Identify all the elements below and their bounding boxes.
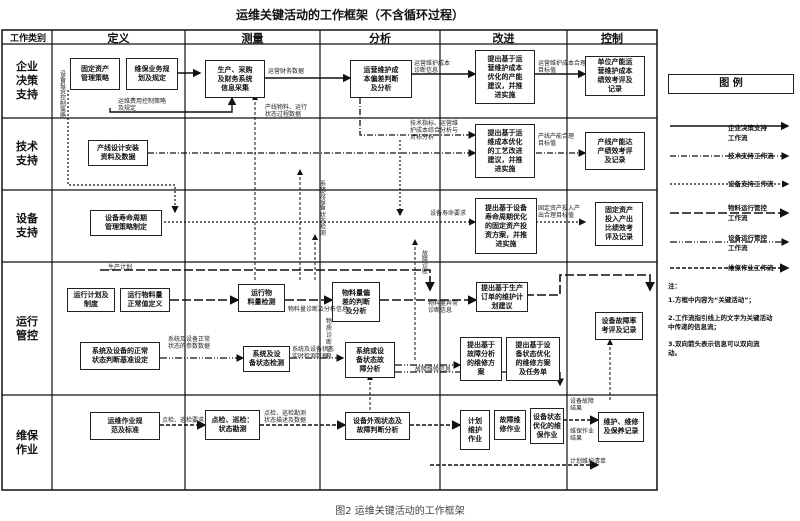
- legend-note-3: 3.双向箭头表示信息可以双向流 动。: [668, 340, 760, 357]
- activity-box: 单位产能运 营维护成本 绩效考评及 记录: [585, 56, 645, 96]
- flow-label: 运维费用控制策略 及规定: [118, 98, 167, 112]
- column-header-define: 定义: [107, 32, 130, 45]
- flow-label: 运营维护成本合理 目标值: [538, 60, 587, 74]
- row-label-equipment: 设备 支持: [16, 212, 38, 239]
- flow-label: 系统及设备状态 实时检测数据: [292, 346, 335, 360]
- activity-box: 固定资产 管理策略: [70, 58, 120, 90]
- activity-box: 提出基于运 营维护成本 优化的产能 建议，并推 进实施: [475, 50, 535, 104]
- legend-notes-title: 注：: [668, 282, 681, 290]
- flow-label: 系统及设备正常 状态的参数数据: [168, 336, 211, 350]
- flow-label: 物 质 诊 断 信 息: [326, 318, 333, 360]
- column-header-improve: 改进: [492, 32, 515, 45]
- activity-box: 维护、维修 及保养记录: [598, 412, 644, 442]
- flow-label: 物料量诊断及分析信息: [288, 306, 349, 313]
- legend-panel: 图 例: [668, 74, 794, 94]
- flow-label: 物料量异常 诊断信息: [428, 300, 459, 314]
- row-label-technical: 技术 支持: [16, 140, 38, 167]
- activity-box: 运行计划及 制度: [67, 288, 115, 312]
- flow-label: 产线产能合理 目标值: [538, 133, 575, 147]
- figure-caption: 图2 运维关键活动的工作框架: [335, 506, 465, 517]
- row-label-operation: 运行 管控: [16, 314, 38, 342]
- flow-label: 运营财务数据: [268, 68, 305, 75]
- activity-box: 提出基于运 维成本优化 的工艺改进 建议，并推 进实施: [475, 124, 535, 178]
- activity-box: 运营维护成 本偏差判断 及分析: [350, 60, 412, 98]
- activity-box: 系统及设备的正常 状态判断基准设定: [80, 342, 160, 370]
- activity-box: 运维作业规 范及标准: [90, 412, 160, 440]
- activity-box: 固定资产 投入产出 比绩效考 评及记录: [595, 202, 643, 246]
- activity-box: 计划 维护 作业: [460, 410, 490, 450]
- activity-box: 运行物料量 正常值定义: [120, 288, 170, 312]
- column-header-measure: 测量: [241, 32, 264, 45]
- flow-label: 点检、巡检勘测 状态描述及数据: [264, 410, 307, 424]
- flow-label: 运营维护成本 诊断信息: [414, 60, 451, 74]
- flow-label: 点检、巡检要求: [162, 417, 205, 424]
- activity-box: 系统及设 备状态检测: [243, 346, 290, 372]
- legend-title: 图 例: [719, 78, 743, 89]
- flow-label: 计划维护清单: [570, 458, 607, 465]
- diagram-title: 运维关键活动的工作框架（不含循环过程）: [235, 8, 464, 22]
- activity-box: 设备外观状态及 故障判断分析: [345, 412, 410, 440]
- activity-box: 提出基于设备 寿命周期优化 的固定资产投 资方案，并推 进实施: [475, 198, 537, 254]
- activity-box: 运行物 料量检测: [238, 284, 285, 312]
- activity-box: 维保业务规 划及规定: [126, 58, 178, 90]
- column-header-analyze: 分析: [369, 32, 391, 45]
- legend-item-maintenance: 维保作业工作流: [728, 264, 774, 272]
- legend-item-equipment: 设备支持工作流: [728, 180, 774, 188]
- flow-label: 系统及设备 状态检测: [318, 180, 326, 236]
- legend-item-enterprise: 企业决策支持 工作流: [728, 124, 767, 142]
- activity-box: 提出基于设 备状态优化 的维修方案 及任务单: [506, 337, 560, 381]
- flow-label: 技术指标、运营维 护成本综合分析与 对标分析: [410, 120, 459, 141]
- column-header-category: 工作类别: [9, 34, 46, 44]
- flow-label: 产线物料、运行 状态过程数据: [265, 104, 308, 118]
- row-label-enterprise: 企业 决策 支持: [16, 60, 38, 101]
- legend-item-technical: 技术支持工作流: [728, 152, 774, 160]
- column-header-control: 控制: [601, 32, 623, 45]
- flow-label: 生产计划: [108, 264, 133, 271]
- flow-label: 设备投资控制策略: [58, 70, 66, 118]
- activity-box: 提出基于 故障分析 的维修方 案: [460, 337, 502, 381]
- activity-box: 设备状态 优化的维 保作业: [530, 408, 564, 444]
- activity-box: 设备寿命周期 管理策略制定: [90, 210, 162, 236]
- activity-box: 产线产能达 产绩效考评 及记录: [585, 132, 645, 170]
- activity-box: 故障维 修作业: [494, 410, 526, 440]
- flow-label: 固定资产投入产 出合理目标值: [538, 205, 581, 219]
- row-label-maintenance: 维保 作业: [16, 428, 38, 456]
- activity-box: 系统或设 备状态故 障分析: [345, 342, 395, 378]
- legend-note-2: 2.工作流指引线上的文字为关键活动 中传递的信息流；: [668, 314, 773, 331]
- legend-lines: [670, 121, 790, 273]
- flow-label: 故障诊断: [420, 250, 428, 274]
- flow-label: 设备故障 结果: [570, 398, 595, 412]
- flow-label: 设备寿命要求: [430, 210, 467, 217]
- activity-box: 物料量偏 差的判断 及分析: [332, 282, 380, 322]
- legend-item-material: 物料运行管控 工作流: [728, 204, 767, 222]
- flow-label: 故障维修信息: [415, 366, 452, 373]
- activity-box: 提出基于生产 订单的维护计 划建议: [476, 282, 528, 312]
- activity-box: 设备故障率 考评及记录: [595, 312, 643, 340]
- activity-box: 产线设计安装 资料及数据: [88, 140, 148, 166]
- flow-label: 维保作业 结果: [570, 428, 595, 442]
- legend-item-equipment-run: 设备运行管控 工作流: [728, 234, 767, 252]
- activity-box: 生产、采购 及财务系统 信息采集: [205, 60, 265, 98]
- legend-note-1: 1.方框中内容为“关键活动”；: [668, 296, 756, 304]
- activity-box: 点检、巡检： 状态勘测: [205, 410, 260, 440]
